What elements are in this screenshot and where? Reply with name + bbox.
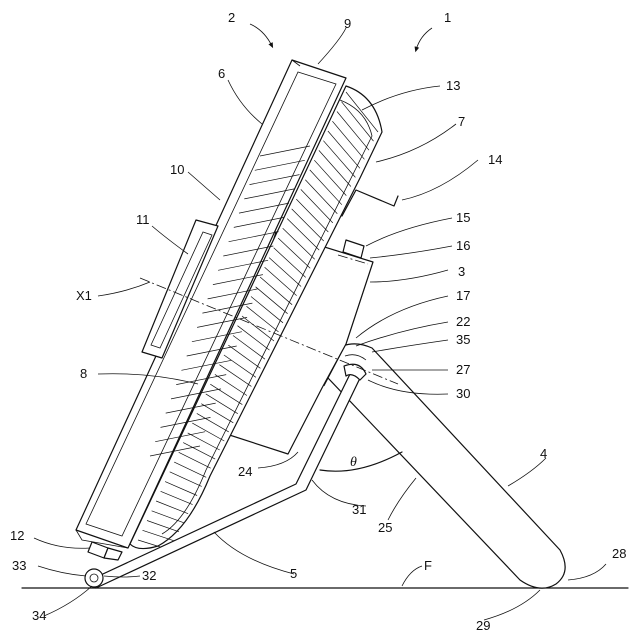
label-3: 3	[458, 264, 465, 279]
arrow-1	[416, 28, 432, 50]
label-5: 5	[290, 566, 297, 581]
label-x1: X1	[76, 288, 92, 303]
label-f: F	[424, 558, 432, 573]
label-7: 7	[458, 114, 465, 129]
label-22: 22	[456, 314, 470, 329]
label-33: 33	[12, 558, 26, 573]
label-35: 35	[456, 332, 470, 347]
label-theta: θ	[350, 455, 357, 470]
label-28: 28	[612, 546, 626, 561]
label-29: 29	[476, 618, 490, 633]
label-31: 31	[352, 502, 366, 517]
label-32: 32	[142, 568, 156, 583]
arrow-2	[250, 24, 272, 46]
label-34: 34	[32, 608, 46, 623]
label-16: 16	[456, 238, 470, 253]
label-11: 11	[136, 212, 150, 227]
label-30: 30	[456, 386, 470, 401]
angle-arc	[320, 452, 402, 471]
label-14: 14	[488, 152, 502, 167]
label-24: 24	[238, 464, 252, 479]
label-2: 2	[228, 10, 235, 25]
label-10: 10	[170, 162, 184, 177]
label-15: 15	[456, 210, 470, 225]
label-27: 27	[456, 362, 470, 377]
label-13: 13	[446, 78, 460, 93]
label-9: 9	[344, 16, 351, 31]
label-12: 12	[10, 528, 24, 543]
label-8: 8	[80, 366, 87, 381]
label-1: 1	[444, 10, 451, 25]
label-6: 6	[218, 66, 225, 81]
label-4: 4	[540, 446, 547, 461]
label-17: 17	[456, 288, 470, 303]
label-25: 25	[378, 520, 392, 535]
